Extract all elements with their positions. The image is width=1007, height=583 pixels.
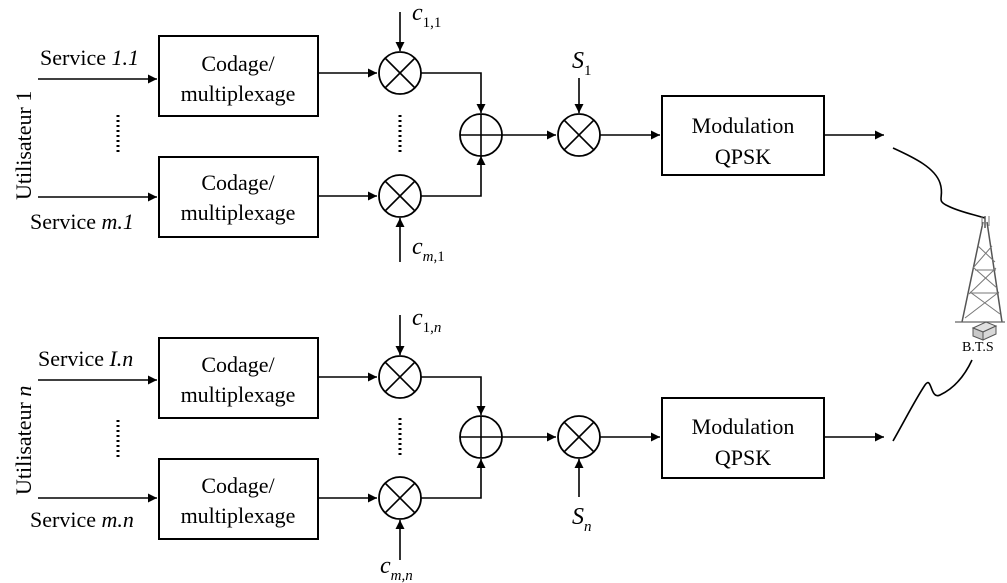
radio-link-bottom [892,359,973,442]
mod-label-line1: Modulation [692,414,795,439]
code-c-1-n: c1,n [412,305,441,336]
service-m-n-label: Service m.n [30,507,134,532]
modulation-box-n: Modulation QPSK [661,397,825,479]
box-label-line2: multiplexage [181,503,296,528]
multiplier-icon [557,113,601,157]
arrow-mult-to-adder-bottom [421,156,486,197]
code-c-1-1: c1,1 [412,0,441,31]
adder-icon [459,415,503,459]
box-label-line1: Codage/ [201,473,275,498]
equipment-shelter [971,321,998,341]
coding-box-1-n: Codage/ multiplexage [158,337,319,419]
mod-label-line1: Modulation [692,113,795,138]
service-1-1-label: Service 1.1 [40,45,139,70]
box-label-line2: multiplexage [181,81,296,106]
scramble-code-s1: S1 [572,48,592,79]
antenna-tower-icon [955,216,1005,341]
arrow-mult-to-adder-bottom [421,459,486,499]
mod-label-line2: QPSK [715,445,771,470]
scramble-code-sn: Sn [572,504,592,535]
box-label-line1: Codage/ [201,352,275,377]
multiplier-icon [378,174,422,218]
bts-label: B.T.S [962,340,994,355]
service-1-n-label: Service I.n [38,346,133,371]
mod-label-line2: QPSK [715,144,771,169]
modulation-box-1: Modulation QPSK [661,95,825,176]
multiplier-icon [378,355,422,399]
user-n-label: Utilisateur n [11,386,36,495]
multiplier-icon [378,476,422,520]
arrow-mult-to-adder-top [421,72,486,113]
box-label-line2: multiplexage [181,382,296,407]
code-c-m-1: cm,1 [412,234,445,265]
code-c-m-n: cm,n [380,553,413,583]
user-1-label: Utilisateur 1 [11,91,36,200]
adder-icon [459,113,503,157]
coding-box-1-1: Codage/ multiplexage [158,35,319,117]
radio-link-top [892,147,986,219]
coding-box-m-n: Codage/ multiplexage [158,458,319,540]
user-1-chain: Utilisateur 1 Service 1.1 Service m.1 Co… [11,0,884,265]
multiplier-icon [378,51,422,95]
box-label-line2: multiplexage [181,200,296,225]
arrow-mult-to-adder-top [421,376,486,415]
user-n-chain: Utilisateur n Service I.n Service m.n Co… [11,305,884,583]
box-label-line1: Codage/ [201,51,275,76]
service-m-1-label: Service m.1 [30,209,134,234]
coding-box-m-1: Codage/ multiplexage [158,156,319,238]
box-label-line1: Codage/ [201,170,275,195]
multiplier-icon [557,415,601,459]
